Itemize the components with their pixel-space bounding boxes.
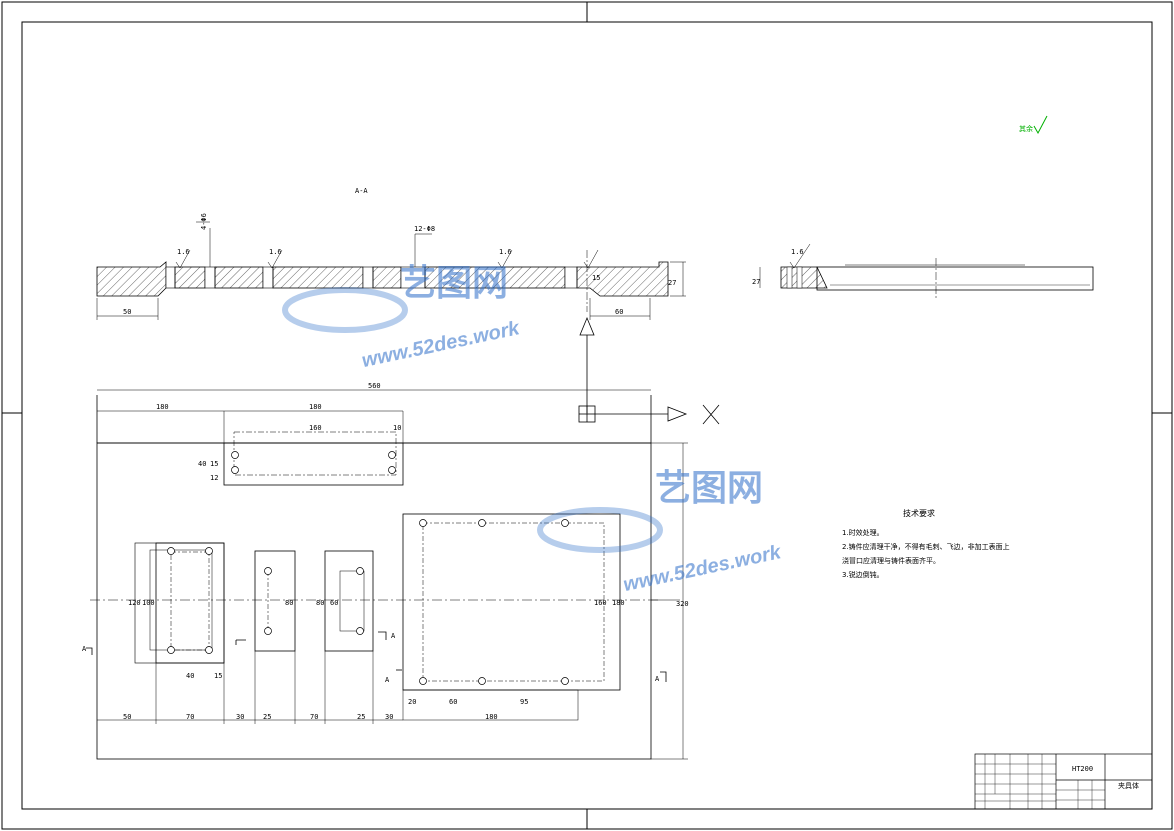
tech-line-3: 浇冒口应清理与铸件表面齐平。	[842, 556, 940, 565]
dim-slot-len: 180	[309, 403, 322, 411]
weld-mid1: 1.6	[269, 248, 282, 256]
dim-blk3-h1: 80	[316, 599, 324, 607]
dim-b70a: 70	[186, 713, 194, 721]
label-a-small2: A	[385, 676, 390, 684]
dim-blk3-h2: 60	[330, 599, 338, 607]
view-arrows	[578, 316, 720, 425]
label-a-small1: A	[391, 632, 396, 640]
plan-holes	[167, 451, 569, 685]
title-name: 夹具体	[1118, 781, 1139, 790]
dim-b180: 180	[485, 713, 498, 721]
dim-big-h2: 180	[612, 599, 625, 607]
dim-blk2-h: 80	[285, 599, 293, 607]
dim-b25a: 25	[263, 713, 271, 721]
tech-requirements: 技术要求 1.时效处理。 2.铸件应清理干净，不得有毛刺、飞边，非加工表面上 浇…	[842, 508, 1010, 579]
dim-15: 15	[592, 274, 600, 282]
dim-b50: 50	[123, 713, 131, 721]
dim-b30b: 30	[385, 713, 393, 721]
dim-27: 27	[668, 279, 676, 287]
dim-b20: 20	[408, 698, 416, 706]
dim-60-top: 60	[615, 308, 623, 316]
watermark-brand-2: 艺图网	[655, 467, 763, 508]
dim-overall-h: 320	[676, 600, 689, 608]
dim-slot-end: 10	[393, 424, 401, 432]
dim-side-h: 27	[752, 278, 760, 286]
dim-b60: 60	[449, 698, 457, 706]
dim-12: 12-Φ8	[414, 225, 435, 233]
tech-line-1: 1.时效处理。	[842, 528, 884, 537]
dim-b95: 95	[520, 698, 528, 706]
dim-big-h1: 160	[594, 599, 607, 607]
dim-slot-inner: 160	[309, 424, 322, 432]
side-view	[759, 243, 1094, 298]
dim-slot-offset: 180	[156, 403, 169, 411]
dim-blk1-h2: 100	[142, 599, 155, 607]
dim-blk1-e: 15	[214, 672, 222, 680]
title-block	[974, 753, 1153, 810]
dim-b70b: 70	[310, 713, 318, 721]
title-model: HT200	[1072, 765, 1093, 773]
label-a-right: A	[655, 675, 660, 683]
label-a-left: A	[82, 645, 87, 653]
weld-mid2: 1.6	[499, 248, 512, 256]
roughness-general: 其余	[1019, 115, 1048, 135]
dim-slot-b: 12	[210, 474, 218, 482]
watermark-brand-1: 艺图网	[400, 262, 508, 303]
tech-title: 技术要求	[903, 508, 935, 518]
dim-blk1-w: 40	[186, 672, 194, 680]
plan-view	[86, 389, 688, 760]
section-view	[96, 250, 669, 312]
watermark-url-2: www.52des.work	[621, 541, 783, 596]
weld-left: 1.6	[177, 248, 190, 256]
tech-line-4: 3.锐边倒钝。	[842, 570, 884, 579]
dim-blk1-h1: 120	[128, 599, 141, 607]
watermark-2: 艺图网 www.52des.work	[537, 467, 784, 596]
dim-4x: 4-Φ6	[200, 213, 208, 230]
dim-slot-a: 15	[210, 460, 218, 468]
section-dimensions	[96, 221, 686, 320]
dim-50-top: 50	[123, 308, 131, 316]
tech-line-2: 2.铸件应清理干净，不得有毛刺、飞边，非加工表面上	[842, 542, 1010, 551]
dim-b25b: 25	[357, 713, 365, 721]
dim-overall-w: 560	[368, 382, 381, 390]
section-label: A-A	[355, 187, 368, 195]
dim-slot-h: 40	[198, 460, 206, 468]
dim-b30a: 30	[236, 713, 244, 721]
weld-right: 1.6	[791, 248, 804, 256]
svg-text:其余: 其余	[1019, 124, 1033, 133]
